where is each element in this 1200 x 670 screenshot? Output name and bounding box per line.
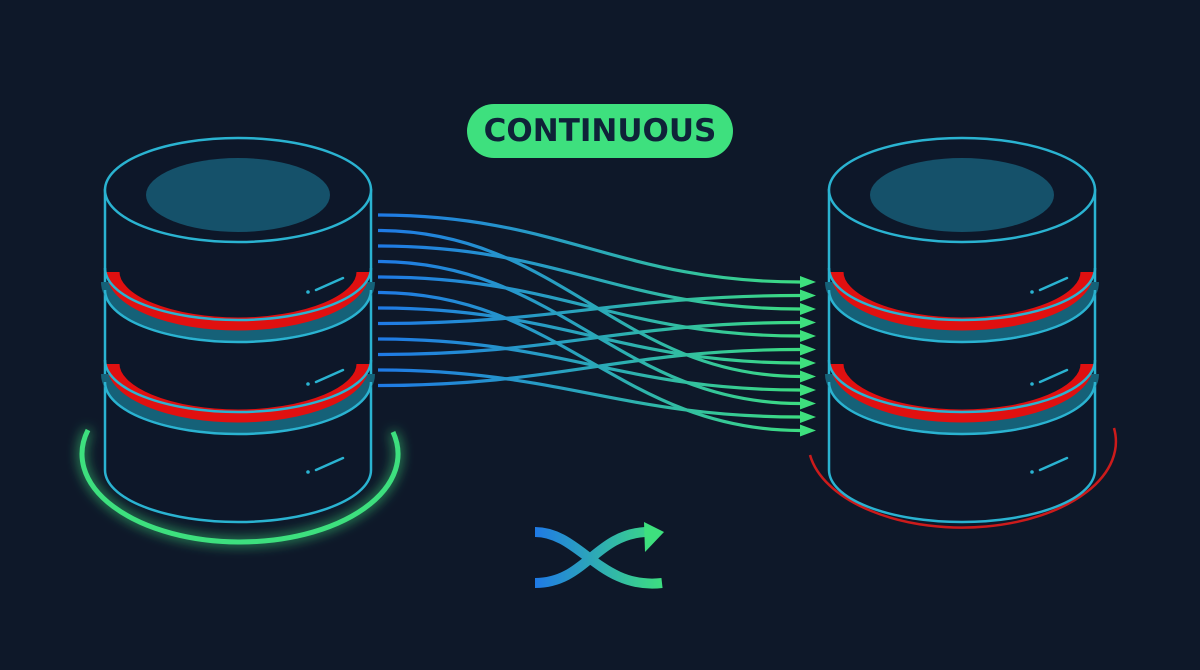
flow-line — [377, 259, 801, 406]
data-flow-lines — [377, 213, 816, 437]
continuous-badge: CONTINUOUS — [467, 104, 733, 158]
disk-edge — [827, 381, 1097, 436]
cylinder-body — [103, 188, 373, 524]
disk-edge — [103, 267, 373, 322]
indicator-line — [314, 456, 345, 472]
disk-edge — [103, 359, 373, 414]
disk-edge — [103, 381, 373, 436]
arrow-head-icon — [800, 357, 816, 369]
flow-line — [377, 368, 801, 419]
indicator-line — [1038, 368, 1069, 384]
indicator-line — [314, 368, 345, 384]
disk-edge — [827, 267, 1097, 322]
arrow-head-icon — [800, 330, 816, 342]
arrow-head-icon — [800, 289, 816, 302]
cylinder-body — [827, 188, 1097, 524]
arrow-head-icon — [800, 316, 816, 329]
indicator-dot — [306, 382, 310, 386]
indicator-dot — [306, 290, 310, 294]
flow-line — [377, 306, 801, 365]
top-face — [870, 158, 1054, 232]
indicator-dot — [306, 470, 310, 474]
flow-line — [377, 347, 801, 388]
separator — [825, 281, 1099, 341]
top-face — [146, 158, 330, 232]
flow-line — [377, 275, 801, 338]
flow-line — [377, 337, 801, 392]
database-source-icon — [79, 136, 401, 545]
arrow-head-icon — [800, 343, 816, 356]
flow-line — [377, 228, 801, 379]
shuffle-icon — [534, 522, 664, 589]
separator — [101, 281, 375, 341]
disk-edge — [827, 359, 1097, 414]
separator — [101, 373, 375, 433]
error-ring — [808, 427, 1118, 529]
indicator-dot — [1030, 470, 1034, 474]
flow-line — [377, 320, 801, 357]
disk-edge — [103, 289, 373, 344]
arrow-head-icon — [800, 276, 816, 288]
arrow-head-icon — [800, 424, 816, 437]
shuffle-arrow-head — [644, 522, 664, 552]
disk-edge — [827, 289, 1097, 344]
arrow-head-icon — [800, 370, 816, 383]
indicator-line — [1038, 276, 1069, 292]
indicator-line — [1038, 456, 1069, 472]
flow-line — [377, 290, 801, 433]
separator — [825, 373, 1099, 433]
arrow-head-icon — [800, 411, 816, 423]
indicator-dot — [1030, 290, 1034, 294]
arrow-head-icon — [800, 397, 816, 410]
flow-line — [377, 244, 801, 311]
glow-ring — [79, 428, 401, 545]
flow-line — [377, 213, 801, 284]
arrow-head-icon — [800, 384, 816, 396]
arrow-head-icon — [800, 303, 816, 315]
database-target-icon — [808, 136, 1118, 529]
indicator-line — [314, 276, 345, 292]
flow-line — [377, 293, 801, 326]
indicator-dot — [1030, 382, 1034, 386]
shuffle-path — [534, 527, 646, 588]
